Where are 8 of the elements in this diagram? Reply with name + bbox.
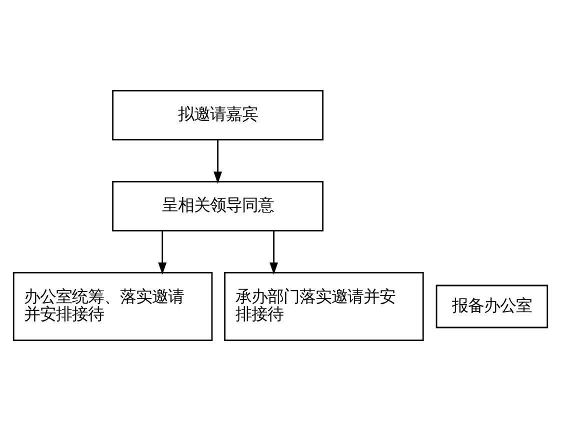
node-box: 办公室统筹、落实邀请并安排接待 — [12, 271, 213, 341]
node-box: 承办部门落实邀请并安排接待 — [224, 271, 424, 341]
node-box: 呈相关领导同意 — [112, 180, 324, 231]
arrow — [214, 140, 222, 184]
arrow — [158, 230, 167, 274]
node-box: 报备办公室 — [436, 284, 548, 328]
arrow — [270, 230, 278, 274]
node-box: 拟邀请嘉宾 — [112, 89, 324, 140]
